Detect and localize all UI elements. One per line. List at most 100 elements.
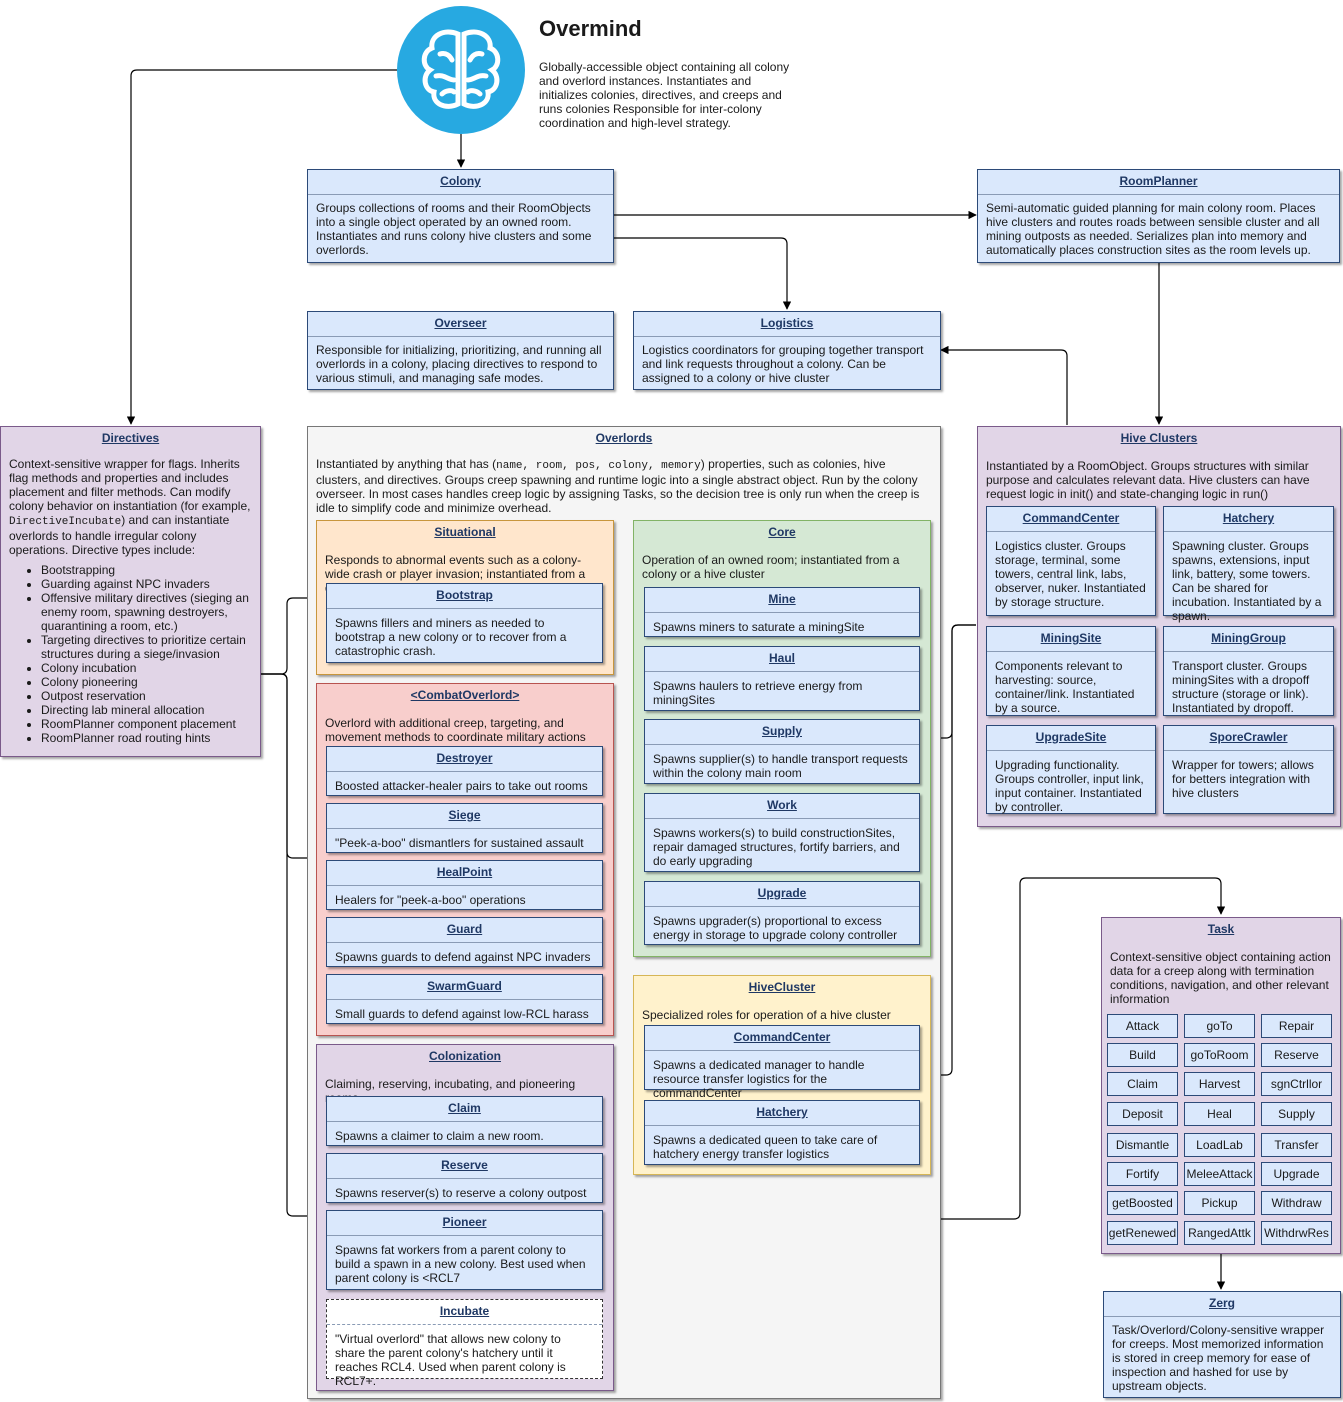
wire-hiveclusters-hivecluster — [930, 624, 976, 1080]
overlord-upgrade: Upgrade Spawns upgrader(s) proportional … — [644, 881, 920, 945]
combat-description: Overlord with additional creep, targetin… — [325, 716, 586, 744]
wire-overmind-directives — [126, 69, 397, 425]
overmind-description: Globally-accessible object containing al… — [539, 60, 790, 130]
overlord-bootstrap: Bootstrap Spawns fillers and miners as n… — [326, 583, 603, 663]
hivecluster-title: HiveCluster — [748, 980, 816, 994]
directive-types-list: BootstrappingGuarding against NPC invade… — [1, 563, 260, 745]
overseer-node: Overseer Responsible for initializing, p… — [307, 311, 614, 390]
task-action-dismantle: Dismantle — [1107, 1133, 1178, 1157]
directive-type-item: Colony pioneering — [41, 675, 260, 689]
colonization-title: Colonization — [429, 1049, 501, 1063]
core-description: Operation of an owned room; instantiated… — [642, 553, 900, 581]
wire-directives-colonization — [261, 673, 316, 1221]
task-action-withdrwres: WithdrwRes — [1261, 1221, 1332, 1245]
situational-title: Situational — [434, 525, 496, 539]
overlords-description: Instantiated by anything that has (name,… — [316, 457, 920, 515]
directive-type-item: Targeting directives to prioritize certa… — [41, 633, 260, 661]
directive-type-item: Offensive military directives (sieging a… — [41, 591, 260, 633]
task-action-withdraw: Withdraw — [1261, 1191, 1332, 1215]
wire-hiveclusters-logistics — [940, 345, 1068, 425]
task-action-getrenewed: getRenewed — [1107, 1221, 1178, 1245]
task-action-meleeattack: MeleeAttack — [1184, 1162, 1255, 1186]
wire-colony-logistics — [614, 237, 792, 310]
logistics-node: Logistics Logistics coordinators for gro… — [633, 311, 941, 390]
directives-title: Directives — [101, 431, 160, 445]
hivecluster-miningsite: MiningSite Components relevant to harves… — [986, 626, 1156, 716]
zerg-node: Zerg Task/Overlord/Colony-sensitive wrap… — [1103, 1291, 1341, 1398]
task-title: Task — [1207, 922, 1235, 936]
zerg-title: Zerg — [1104, 1292, 1340, 1317]
zerg-description: Task/Overlord/Colony-sensitive wrapper f… — [1112, 1323, 1325, 1393]
hiveclusters-description: Instantiated by a RoomObject. Groups str… — [986, 459, 1310, 501]
task-action-supply: Supply — [1261, 1102, 1332, 1126]
overlord-commandcenter: CommandCenter Spawns a dedicated manager… — [644, 1025, 920, 1100]
colony-description: Groups collections of rooms and their Ro… — [316, 201, 592, 257]
hiveclusters-title: Hive Clusters — [1120, 431, 1198, 445]
task-action-gotoroom: goToRoom — [1184, 1043, 1255, 1067]
colony-title: Colony — [308, 170, 613, 195]
overlord-mine: Mine Spawns miners to saturate a miningS… — [644, 587, 920, 637]
roomplanner-title: RoomPlanner — [978, 170, 1339, 195]
overlord-healpoint: HealPoint Healers for "peek-a-boo" opera… — [326, 860, 603, 910]
overlord-pioneer: Pioneer Spawns fat workers from a parent… — [326, 1210, 603, 1290]
directives-description: Context-sensitive wrapper for flags. Inh… — [9, 457, 251, 557]
logistics-description: Logistics coordinators for grouping toge… — [642, 343, 924, 385]
directives-node: Directives Context-sensitive wrapper for… — [0, 426, 261, 757]
overlord-swarmguard: SwarmGuard Small guards to defend agains… — [326, 974, 603, 1024]
task-action-rangedattk: RangedAttk — [1184, 1221, 1255, 1245]
overlord-reserve: Reserve Spawns reserver(s) to reserve a … — [326, 1153, 603, 1203]
overlord-hatchery: Hatchery Spawns a dedicated queen to tak… — [644, 1100, 920, 1165]
directive-type-item: Bootstrapping — [41, 563, 260, 577]
overlord-haul: Haul Spawns haulers to retrieve energy f… — [644, 646, 920, 711]
hivecluster-mininggroup: MiningGroup Transport cluster. Groups mi… — [1163, 626, 1334, 716]
directive-type-item: RoomPlanner road routing hints — [41, 731, 260, 745]
overlord-incubate: Incubate "Virtual overlord" that allows … — [326, 1299, 603, 1388]
wire-directives-situational — [261, 593, 316, 675]
directive-type-item: RoomPlanner component placement — [41, 717, 260, 731]
task-action-reserve: Reserve — [1261, 1043, 1332, 1067]
overlord-destroyer: Destroyer Boosted attacker-healer pairs … — [326, 746, 603, 796]
overlords-title: Overlords — [595, 431, 653, 445]
hivecluster-upgradesite: UpgradeSite Upgrading functionality. Gro… — [986, 725, 1156, 814]
overseer-title: Overseer — [308, 312, 613, 337]
directive-type-item: Guarding against NPC invaders — [41, 577, 260, 591]
directive-type-item: Directing lab mineral allocation — [41, 703, 260, 717]
overlord-guard: Guard Spawns guards to defend against NP… — [326, 917, 603, 967]
overseer-description: Responsible for initializing, prioritizi… — [316, 343, 602, 385]
brain-icon — [397, 6, 525, 134]
combat-title: <CombatOverlord> — [410, 688, 520, 702]
task-action-repair: Repair — [1261, 1014, 1332, 1038]
task-action-getboosted: getBoosted — [1107, 1191, 1178, 1215]
logistics-title: Logistics — [634, 312, 940, 337]
core-title: Core — [768, 525, 796, 539]
task-action-claim: Claim — [1107, 1072, 1178, 1096]
hivecluster-sporecrawler: SporeCrawler Wrapper for towers; allows … — [1163, 725, 1334, 814]
task-action-loadlab: LoadLab — [1184, 1133, 1255, 1157]
wire-overlords-task — [941, 877, 1226, 1220]
hivecluster-description: Specialized roles for operation of a hiv… — [642, 1008, 891, 1022]
task-description: Context-sensitive object containing acti… — [1110, 950, 1331, 1006]
hivecluster-hatchery: Hatchery Spawning cluster. Groups spawns… — [1163, 506, 1334, 623]
task-action-transfer: Transfer — [1261, 1133, 1332, 1157]
task-action-sgnctrllor: sgnCtrllor — [1261, 1072, 1332, 1096]
task-action-fortify: Fortify — [1107, 1162, 1178, 1186]
task-action-pickup: Pickup — [1184, 1191, 1255, 1215]
roomplanner-description: Semi-automatic guided planning for main … — [986, 201, 1320, 257]
task-action-deposit: Deposit — [1107, 1102, 1178, 1126]
task-action-goto: goTo — [1184, 1014, 1255, 1038]
task-action-upgrade: Upgrade — [1261, 1162, 1332, 1186]
roomplanner-node: RoomPlanner Semi-automatic guided planni… — [977, 169, 1340, 263]
overlord-siege: Siege "Peek-a-boo" dismantlers for susta… — [326, 803, 603, 853]
directive-type-item: Colony incubation — [41, 661, 260, 675]
overmind-title: Overmind — [539, 16, 642, 41]
task-action-heal: Heal — [1184, 1102, 1255, 1126]
overlord-claim: Claim Spawns a claimer to claim a new ro… — [326, 1096, 603, 1146]
directive-type-item: Outpost reservation — [41, 689, 260, 703]
hivecluster-commandcenter: CommandCenter Logistics cluster. Groups … — [986, 506, 1156, 616]
task-action-build: Build — [1107, 1043, 1178, 1067]
colony-node: Colony Groups collections of rooms and t… — [307, 169, 614, 263]
task-action-harvest: Harvest — [1184, 1072, 1255, 1096]
overlord-work: Work Spawns workers(s) to build construc… — [644, 793, 920, 872]
task-action-attack: Attack — [1107, 1014, 1178, 1038]
